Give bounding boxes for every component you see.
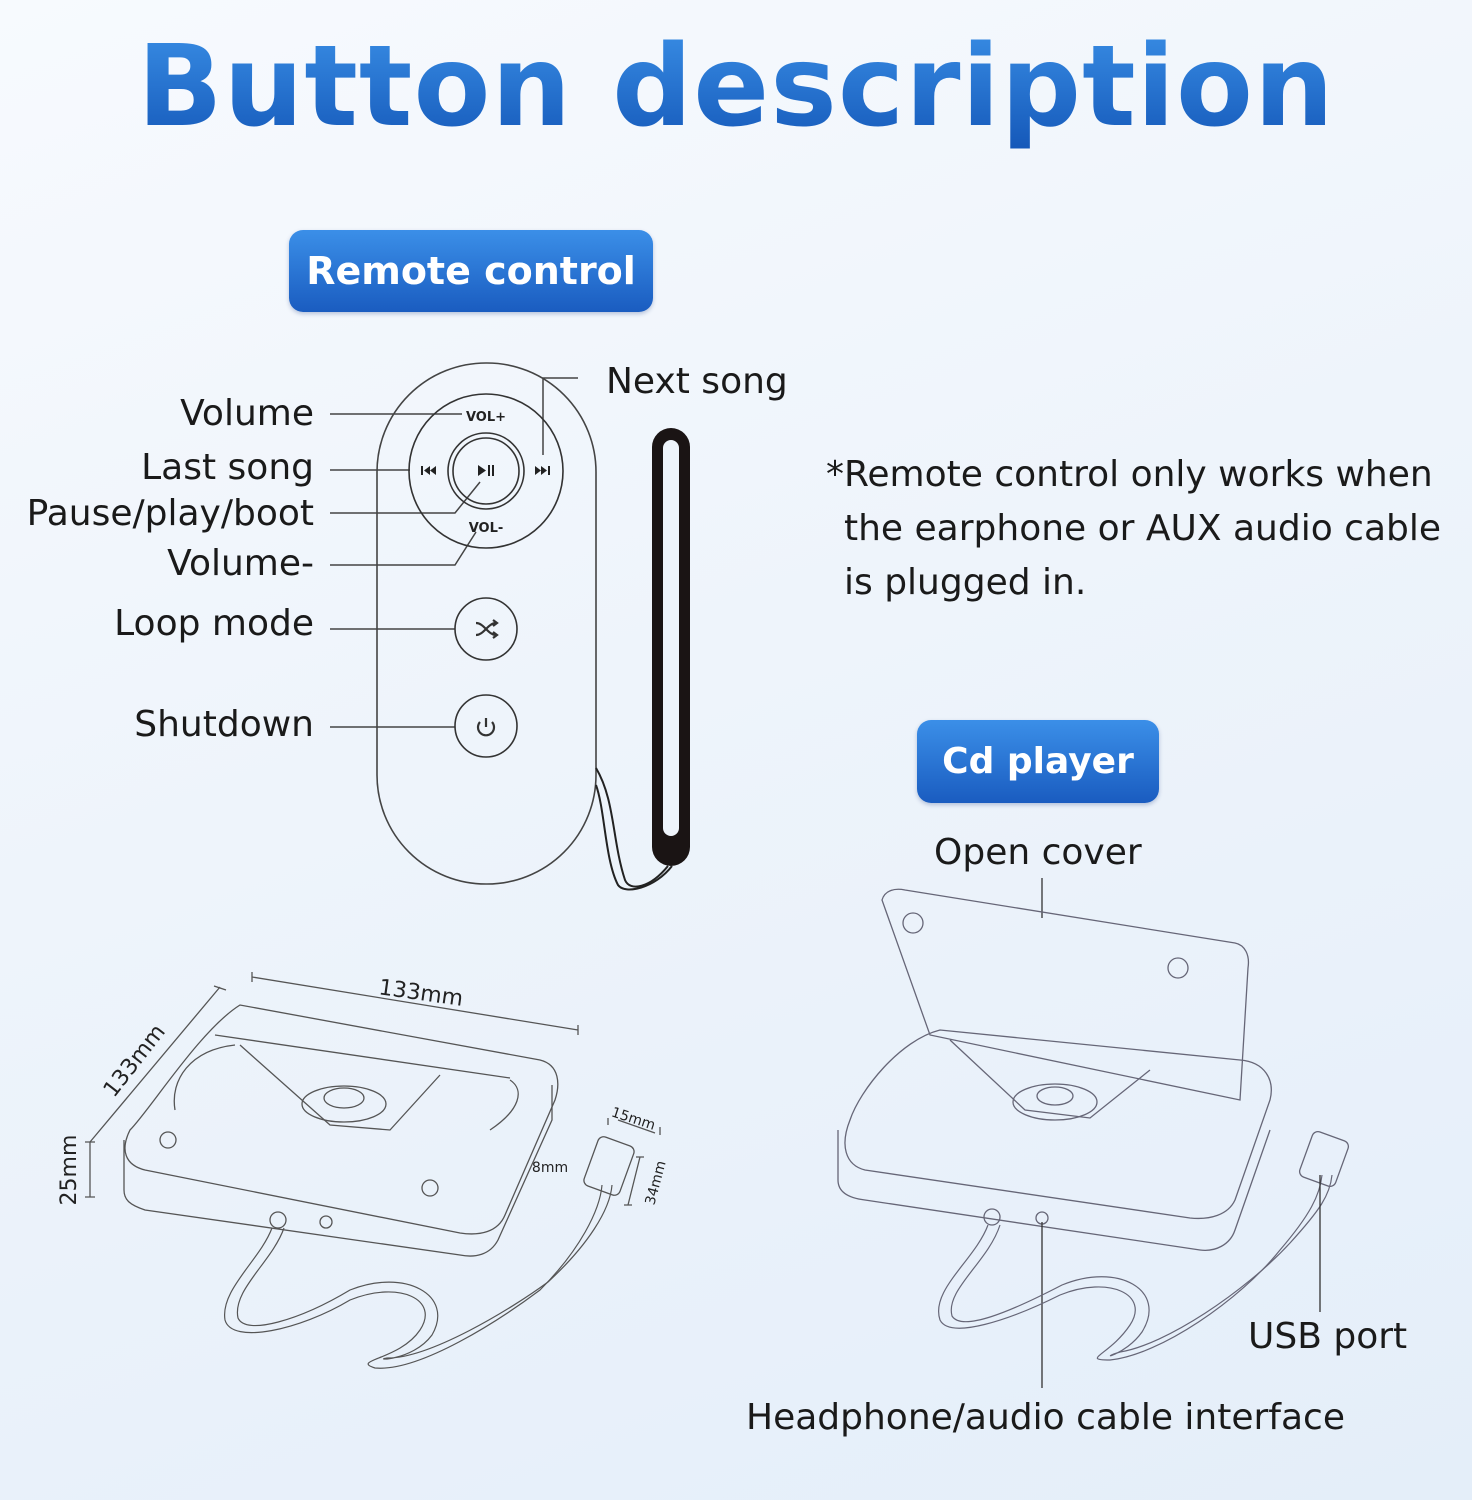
cd-player-label: Cd player [942, 741, 1134, 782]
remote-control-badge: Remote control [289, 230, 653, 312]
label-last-song: Last song [141, 447, 314, 488]
remote-control-label: Remote control [306, 249, 636, 293]
dim-usb-length: 34mm [643, 1159, 670, 1207]
shuffle-icon [475, 619, 499, 639]
dim-usb-width: 15mm [609, 1105, 657, 1134]
dpad-ring [408, 393, 564, 549]
dim-usb-thickness: 8mm [532, 1160, 568, 1176]
cd-player-open-illustration [837, 878, 1350, 1388]
usb-port-plug [1298, 1130, 1350, 1188]
vol-minus-key: VOL- [469, 521, 504, 536]
label-usb-port: USB port [1248, 1316, 1408, 1357]
dim-depth: 133mm [99, 1020, 171, 1102]
play-pause-icon [478, 465, 494, 476]
play-pause-key [447, 432, 525, 510]
power-key [454, 694, 518, 758]
label-next-song: Next song [606, 361, 788, 402]
label-volume-up: Volume [180, 393, 314, 434]
note-line: is plugged in. [844, 562, 1087, 603]
note-line: *Remote control only works when [826, 454, 1433, 495]
label-pause-play: Pause/play/boot [26, 493, 314, 534]
next-icon [535, 466, 550, 475]
dim-width: 133mm [377, 975, 465, 1012]
vol-plus-key: VOL+ [466, 410, 506, 425]
remote-note: *Remote control only works when the earp… [826, 448, 1441, 610]
label-shutdown: Shutdown [134, 704, 314, 745]
cd-player-dimensions-illustration: 133mm 133mm 25mm 15mm 34mm 8mm [57, 972, 670, 1369]
cd-player-badge: Cd player [917, 720, 1159, 803]
label-loop-mode: Loop mode [114, 603, 314, 644]
page-title: Button description [0, 22, 1472, 152]
previous-icon [421, 466, 436, 475]
leader-lines [330, 377, 578, 728]
usb-plug [583, 1136, 635, 1196]
label-open-cover: Open cover [934, 832, 1142, 873]
dim-height: 25mm [57, 1135, 82, 1206]
label-volume-down: Volume- [167, 543, 314, 584]
loop-mode-key [454, 597, 518, 661]
power-icon [476, 718, 496, 737]
remote-control-illustration: VOL+ VOL- [376, 362, 690, 891]
label-headphone-interface: Headphone/audio cable interface [746, 1397, 1345, 1438]
note-line: the earphone or AUX audio cable [844, 508, 1442, 549]
